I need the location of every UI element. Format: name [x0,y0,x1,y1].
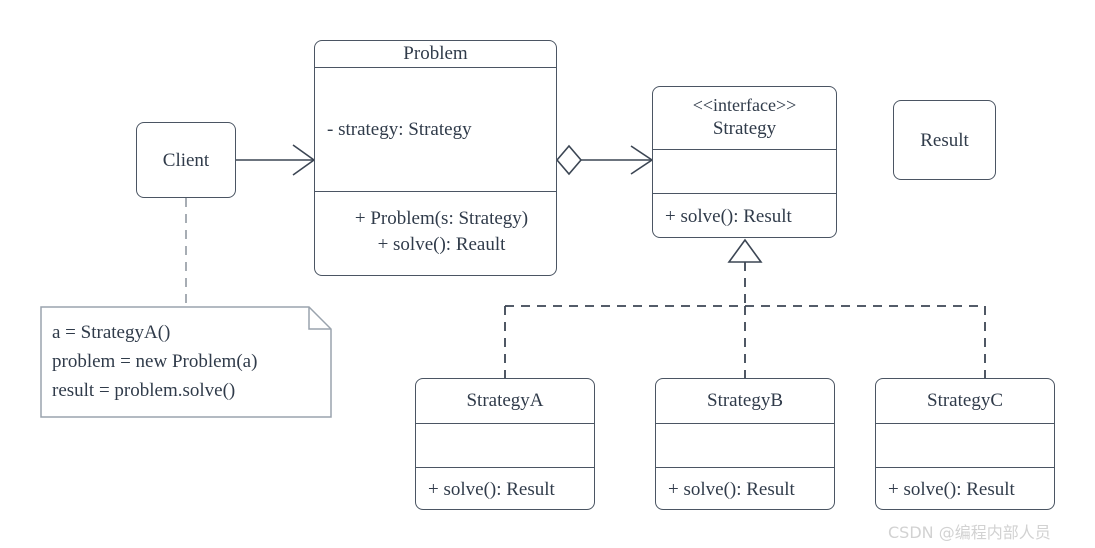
class-attributes-compartment [656,423,834,467]
hollow-diamond-icon [555,144,583,176]
class-box-problem[interactable]: Problem - strategy: Strategy + Problem(s… [314,40,557,276]
class-name-label: Client [162,150,210,171]
interface-name-compartment: <<interface>> Strategy [653,87,836,149]
connector-problem-to-strategy [555,144,654,176]
class-name-label: Problem [403,43,468,64]
note-text-block: a = StrategyA() problem = new Problem(a)… [52,318,322,405]
class-methods-compartment: + solve(): Result [656,467,834,511]
note-box[interactable]: a = StrategyA() problem = new Problem(a)… [40,306,332,418]
class-box-client[interactable]: Client [136,122,236,198]
class-name-compartment: StrategyA [416,379,594,423]
class-name-compartment: Problem [315,41,556,67]
note-line-1: a = StrategyA() [52,322,171,343]
connector-realization-tree [504,238,986,378]
note-fold-icon [308,307,331,330]
method-solve: + solve(): Result [888,478,1015,500]
class-name-label: StrategyC [927,390,1003,411]
class-methods-compartment: + solve(): Result [876,467,1054,511]
note-line-2: problem = new Problem(a) [52,351,258,372]
stereotype-label: <<interface>> [692,95,797,115]
class-box-strategy-a[interactable]: StrategyA + solve(): Result [415,378,595,510]
class-name-compartment: Result [894,101,995,181]
watermark-label: CSDN @编程内部人员 [888,523,1051,542]
interface-methods-compartment: + solve(): Result [653,193,836,239]
class-attributes-compartment [416,423,594,467]
method-solve: + solve(): Result [665,205,792,227]
class-methods-compartment: + Problem(s: Strategy) + solve(): Reault [315,191,556,277]
note-line-3: result = problem.solve() [52,380,236,401]
method-solve: + solve(): Reault [377,234,506,255]
method-constructor: + Problem(s: Strategy) [354,208,529,229]
note-outline [40,306,332,418]
class-name-label: StrategyA [466,390,544,411]
interface-attributes-compartment [653,149,836,193]
attribute-strategy: - strategy: Strategy [327,118,472,140]
class-name-compartment: Client [137,123,235,199]
method-solve: + solve(): Result [428,478,555,500]
class-box-strategy-c[interactable]: StrategyC + solve(): Result [875,378,1055,510]
class-box-result[interactable]: Result [893,100,996,180]
class-name-label: Result [920,130,969,151]
class-box-strategy-b[interactable]: StrategyB + solve(): Result [655,378,835,510]
class-attributes-compartment: - strategy: Strategy [315,67,556,191]
class-methods-compartment: + solve(): Result [416,467,594,511]
class-attributes-compartment [876,423,1054,467]
class-name-compartment: StrategyB [656,379,834,423]
class-name-label: StrategyB [707,390,783,411]
hollow-triangle-icon [727,238,763,263]
class-box-strategy-interface[interactable]: <<interface>> Strategy + solve(): Result [652,86,837,238]
method-solve: + solve(): Result [668,478,795,500]
class-name-compartment: StrategyC [876,379,1054,423]
connector-client-to-problem [236,144,316,176]
interface-name-label: Strategy [712,118,777,139]
